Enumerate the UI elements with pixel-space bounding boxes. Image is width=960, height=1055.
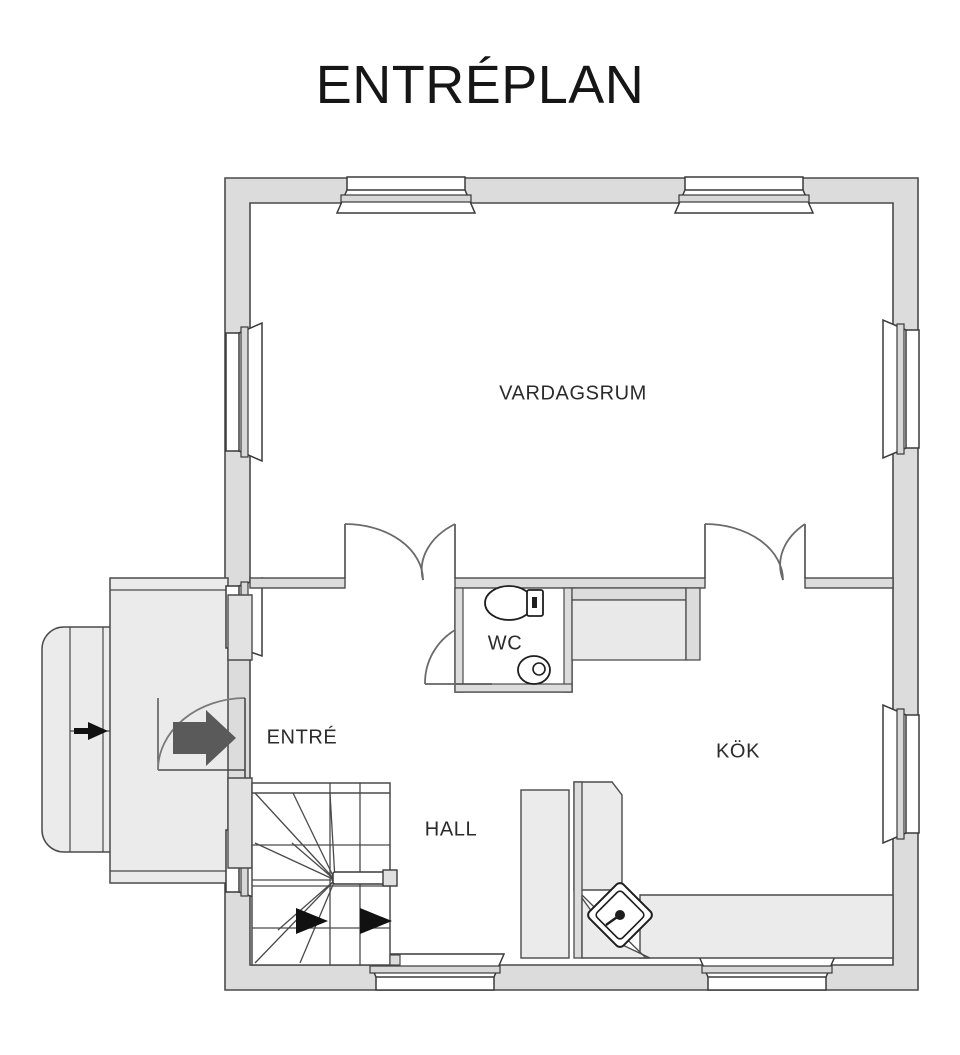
interior-partitions	[249, 577, 894, 693]
room-label-vardagsrum: VARDAGSRUM	[499, 382, 647, 404]
window-right-lower	[882, 703, 920, 845]
staircase	[251, 782, 398, 966]
stair-direction-arrow-icon-left	[296, 908, 328, 934]
toilet-icon	[484, 585, 544, 621]
door-jamb-left-upper	[227, 594, 253, 661]
door-entry	[157, 697, 246, 778]
door-wc	[424, 629, 492, 692]
room-label-hall: HALL	[425, 818, 477, 840]
page-title: ENTRÉPLAN	[315, 55, 645, 115]
hall-kitchen-divider	[389, 954, 401, 966]
door-vardagsrum-right	[704, 523, 806, 581]
room-label-entre: ENTRÉ	[267, 725, 338, 748]
window-right-upper	[882, 318, 920, 460]
kitchen-sink-icon	[587, 882, 653, 948]
entrance-arrow-icon	[173, 710, 236, 766]
window-top-left	[335, 176, 477, 214]
window-left-upper	[225, 321, 263, 463]
room-label-kok: KÖK	[716, 740, 760, 762]
room-label-wc: WC	[488, 632, 523, 654]
washbasin-icon	[517, 655, 551, 685]
kitchen-counters	[520, 781, 894, 959]
stair-direction-arrow-icon-right	[360, 908, 392, 934]
door-vardagsrum-left	[344, 523, 456, 581]
porch-step-arrow-icon	[74, 722, 108, 740]
door-jamb-left-lower	[227, 777, 253, 869]
window-top-right	[673, 176, 815, 214]
window-bottom-right	[696, 953, 838, 991]
